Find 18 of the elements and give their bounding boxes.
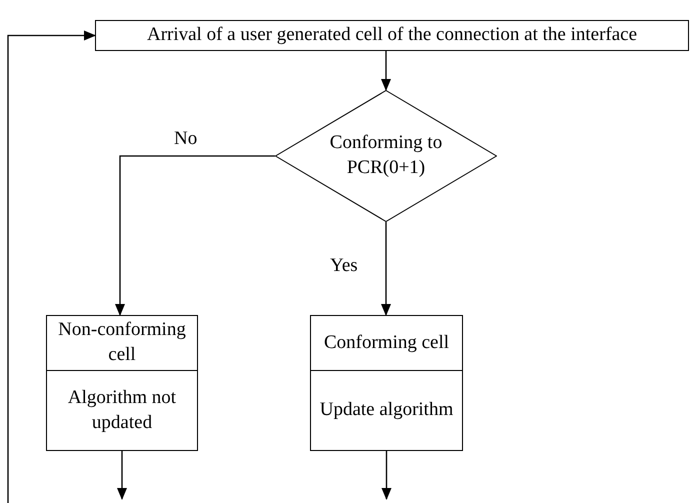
node-text: Conforming cell (324, 330, 450, 355)
node-text: Algorithm not updated (66, 386, 178, 434)
node-text: Conforming to PCR(0+1) (328, 131, 444, 180)
arrow (381, 51, 391, 91)
arrow (382, 451, 392, 500)
arrow (115, 155, 275, 316)
process-box (310, 370, 463, 451)
process-box (46, 315, 198, 371)
node-text: Non-conforming cell (57, 318, 187, 367)
node-text: Arrival of a user generated cell of the connection at the interface (146, 23, 638, 48)
process-box (95, 20, 689, 51)
arrow (381, 222, 391, 316)
arrow (117, 451, 127, 500)
process-box (310, 315, 463, 371)
process-box (46, 370, 198, 451)
arrow (7, 30, 96, 503)
decision-diamond (275, 90, 497, 222)
node-text: Update algorithm (320, 398, 454, 422)
